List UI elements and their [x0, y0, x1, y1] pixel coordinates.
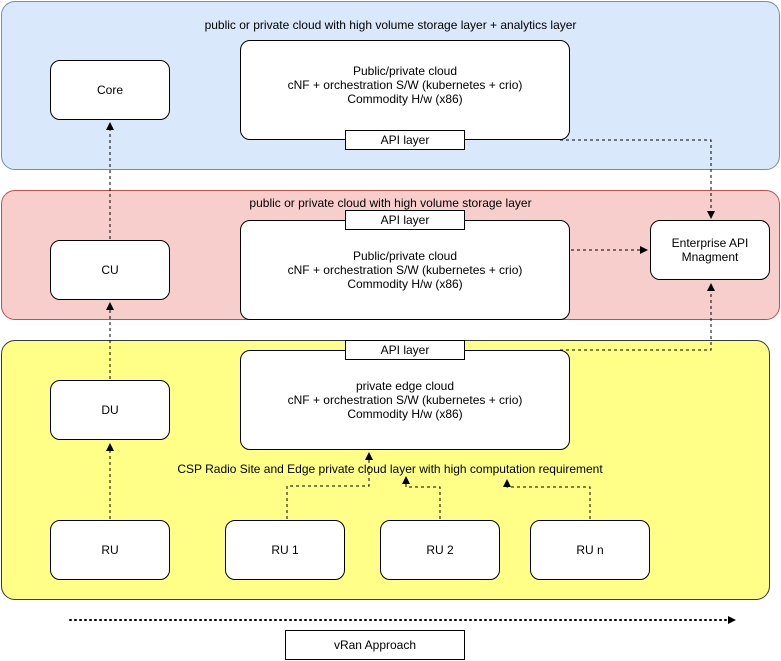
top-api-layer[interactable]: API layer [345, 130, 465, 150]
edge-cloud-line2: cNF + orchestration S/W (kubernetes + cr… [287, 393, 523, 407]
edge-cloud-box[interactable]: private edge cloud cNF + orchestration S… [240, 350, 570, 450]
edge-cloud-line1: private edge cloud [355, 379, 455, 393]
storage-layer-title: public or private cloud with high volume… [249, 196, 532, 210]
du-node[interactable]: DU [50, 380, 170, 440]
ru1-node[interactable]: RU 1 [225, 520, 345, 580]
analytics-layer-title: public or private cloud with high volume… [204, 18, 577, 32]
top-cloud-box[interactable]: Public/private cloud cNF + orchestration… [240, 40, 570, 140]
middle-api-layer[interactable]: API layer [345, 210, 465, 230]
edge-cloud-line3: Commodity H/w (x86) [347, 407, 463, 421]
run-node[interactable]: RU n [530, 520, 650, 580]
core-node[interactable]: Core [50, 60, 170, 120]
vran-approach-label: vRan Approach [285, 630, 465, 660]
edge-layer-title: CSP Radio Site and Edge private cloud la… [177, 462, 603, 476]
middle-cloud-box[interactable]: Public/private cloud cNF + orchestration… [240, 220, 570, 320]
middle-cloud-line3: Commodity H/w (x86) [347, 277, 463, 291]
ru-node[interactable]: RU [50, 520, 170, 580]
top-cloud-line3: Commodity H/w (x86) [347, 92, 463, 106]
top-cloud-line1: Public/private cloud [352, 64, 458, 78]
edge-api-layer[interactable]: API layer [345, 340, 465, 360]
middle-cloud-line1: Public/private cloud [352, 249, 458, 263]
middle-cloud-line2: cNF + orchestration S/W (kubernetes + cr… [287, 263, 523, 277]
cu-node[interactable]: CU [50, 240, 170, 300]
top-cloud-line2: cNF + orchestration S/W (kubernetes + cr… [287, 78, 523, 92]
ru2-node[interactable]: RU 2 [380, 520, 500, 580]
enterprise-api-node[interactable]: Enterprise API Mnagment [650, 220, 770, 280]
